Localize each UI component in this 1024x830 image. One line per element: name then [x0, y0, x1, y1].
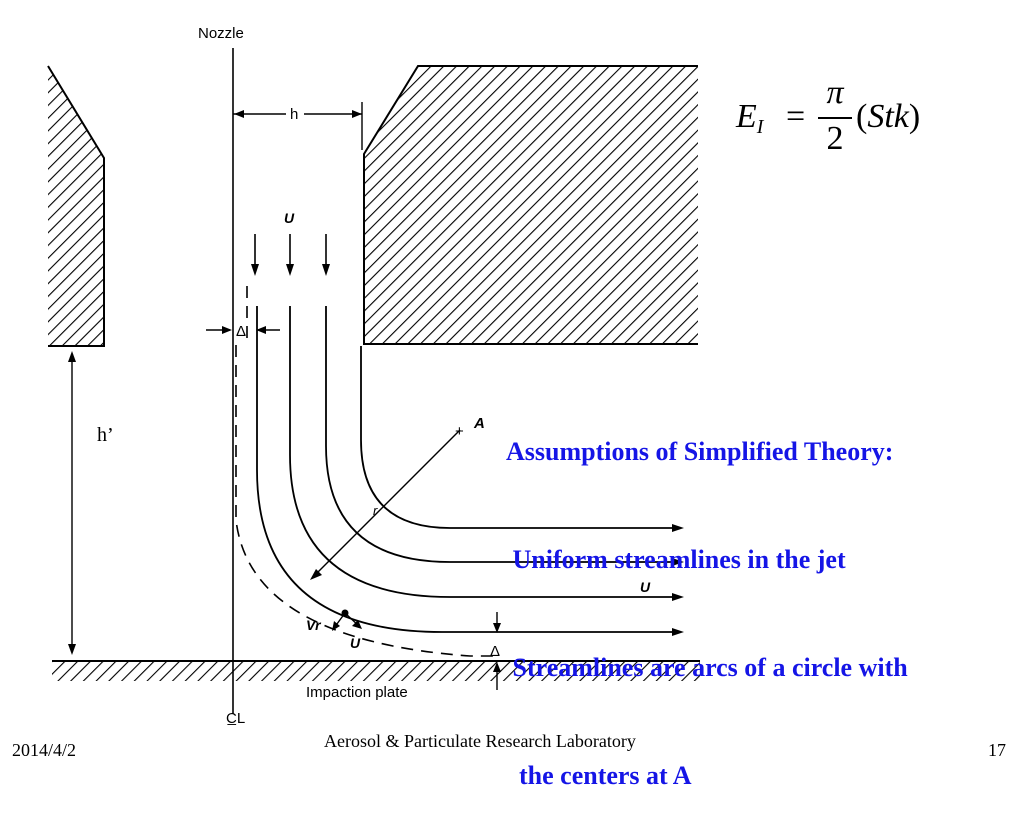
h-prime-arrow-bottom	[68, 644, 76, 655]
left-nozzle-wall-outline	[47, 65, 105, 347]
impaction-plate-label: Impaction plate	[306, 684, 408, 701]
u-label-top: U	[284, 210, 295, 226]
velocity-arrowhead-2	[286, 264, 294, 276]
assumption-line-1: Uniform streamlines in the jet	[506, 545, 846, 574]
u-label-bottom: U	[350, 635, 361, 651]
footer-date: 2014/4/2	[12, 740, 77, 760]
streamline-2	[289, 306, 678, 598]
right-nozzle-wall-outline	[363, 65, 698, 345]
h-prime-arrow-top	[68, 351, 76, 362]
h-arrow-right	[352, 110, 362, 118]
velocity-arrowhead-1	[251, 264, 259, 276]
impactor-diagram: Nozzle h U Δ + A r U Vr U Δ Impaction pl…	[47, 25, 700, 727]
radius-line	[311, 429, 461, 579]
right-nozzle-wall	[364, 66, 698, 344]
footer-lab: Aerosol & Particulate Research Laborator…	[324, 731, 636, 751]
h-arrow-left	[234, 110, 244, 118]
formula-numerator: π	[826, 74, 844, 111]
formula-denominator: 2	[826, 120, 844, 157]
left-nozzle-wall	[48, 66, 104, 346]
u-vector-arrowhead	[352, 620, 362, 629]
delta-bottom-bottom-arrowhead	[493, 662, 501, 672]
formula-equals: =	[786, 98, 806, 135]
formula-lhs: EI	[736, 98, 764, 138]
vr-label: Vr	[306, 617, 322, 633]
formula-rhs: (Stk)	[856, 98, 921, 135]
velocity-arrowhead-3	[322, 264, 330, 276]
assumptions-block: Assumptions of Simplified Theory: Unifor…	[506, 362, 1016, 830]
assumption-line-3: the centers at A	[506, 761, 692, 790]
delta-label-left: Δ	[236, 323, 246, 340]
delta-left-arrowhead	[222, 326, 232, 334]
impaction-efficiency-formula: EI = π 2 (Stk)	[736, 74, 946, 168]
delta-right-arrowhead	[256, 326, 266, 334]
formula-fraction-bar	[818, 117, 852, 119]
h-prime-label: h’	[97, 424, 114, 446]
r-label: r	[373, 503, 378, 518]
a-label: A	[473, 415, 485, 432]
delta-label-bottom: Δ	[490, 643, 500, 660]
h-label: h	[290, 106, 298, 123]
footer-page-number: 17	[988, 740, 1006, 760]
nozzle-label: Nozzle	[198, 25, 244, 42]
slide: Nozzle h U Δ + A r U Vr U Δ Impaction pl…	[12, 25, 1006, 790]
jet-boundary-dashed	[235, 286, 500, 657]
delta-bottom-top-arrowhead	[493, 623, 501, 633]
assumption-line-2: Streamlines are arcs of a circle with	[506, 653, 908, 682]
u-label-right: U	[640, 579, 651, 595]
vr-arrowhead	[332, 621, 340, 631]
streamline-arrowheads	[672, 524, 684, 636]
streamline-1	[256, 306, 678, 633]
radius-arrowhead	[310, 569, 322, 580]
centerline-label: C̲L	[226, 710, 245, 727]
plus-label: +	[455, 423, 464, 440]
assumptions-title: Assumptions of Simplified Theory:	[506, 437, 894, 466]
impaction-plate	[52, 661, 700, 681]
